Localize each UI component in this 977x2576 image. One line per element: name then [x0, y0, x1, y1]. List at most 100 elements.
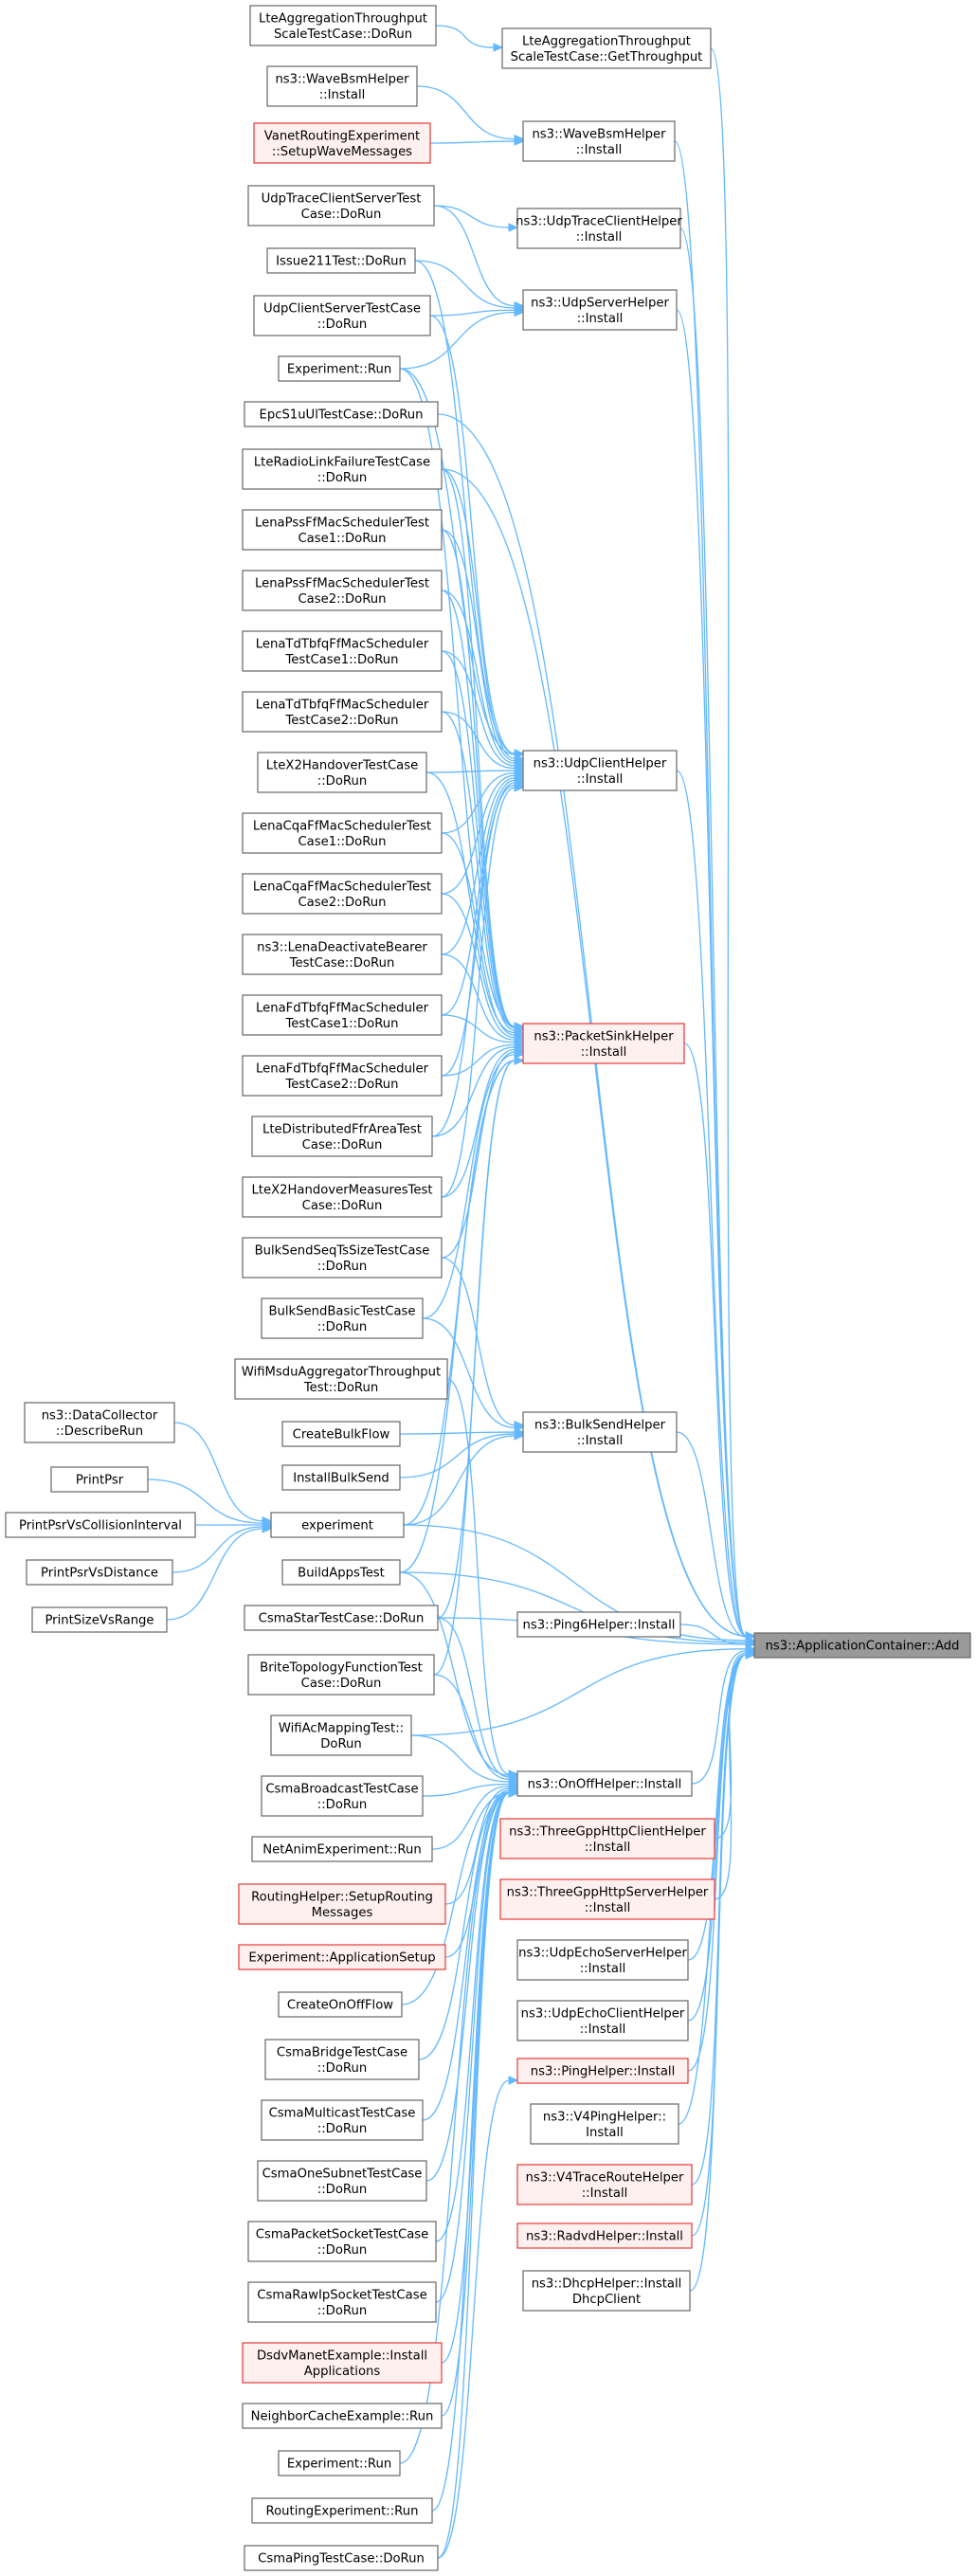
node-lteRLF[interactable]: LteRadioLinkFailureTestCase::DoRun: [242, 448, 443, 490]
node-epcS1u[interactable]: EpcS1uUlTestCase::DoRun: [244, 401, 439, 427]
node-target[interactable]: ns3::ApplicationContainer::Add: [753, 1632, 971, 1659]
node-csmaBcast[interactable]: CsmaBroadcastTestCase::DoRun: [261, 1775, 424, 1817]
node-label: ns3::OnOffHelper::Install: [528, 1778, 682, 1792]
node-ping6[interactable]: ns3::Ping6Helper::Install: [516, 1611, 681, 1638]
node-neighCache[interactable]: NeighborCacheExample::Run: [242, 2403, 443, 2429]
node-csmaOneSub[interactable]: CsmaOneSubnetTestCase::DoRun: [257, 2160, 427, 2202]
node-dataCollector[interactable]: ns3::DataCollector::DescribeRun: [24, 1402, 175, 1443]
node-csmaPing[interactable]: CsmaPingTestCase::DoRun: [244, 2545, 439, 2571]
node-radvd[interactable]: ns3::RadvdHelper::Install: [516, 2222, 693, 2249]
edge-line: [679, 1624, 747, 1645]
node-udpTraceHelper[interactable]: ns3::UdpTraceClientHelper::Install: [516, 208, 682, 249]
node-routingExp[interactable]: RoutingExperiment::Run: [251, 2497, 433, 2524]
node-tgppServer[interactable]: ns3::ThreeGppHttpServerHelper::Install: [499, 1878, 715, 1920]
node-label: CreateBulkFlow: [293, 1428, 390, 1442]
node-packetSink[interactable]: ns3::PacketSinkHelper::Install: [522, 1023, 685, 1064]
node-bulkBasic[interactable]: BulkSendBasicTestCase::DoRun: [261, 1297, 424, 1339]
node-issue211[interactable]: Issue211Test::DoRun: [266, 247, 416, 274]
node-lteX2[interactable]: LteX2HandoverTestCase::DoRun: [257, 752, 427, 793]
node-tgppClient[interactable]: ns3::ThreeGppHttpClientHelper::Install: [499, 1818, 715, 1859]
node-csmaMulti[interactable]: CsmaMulticastTestCase::DoRun: [261, 2099, 424, 2141]
nodes-layer: ns3::ApplicationContainer::Add LteAggrega…: [5, 5, 971, 2571]
node-pingHelper[interactable]: ns3::PingHelper::Install: [516, 2058, 689, 2084]
node-label: ::Install: [585, 1901, 631, 1915]
node-label: ns3::LenaDeactivateBearer: [257, 940, 427, 954]
node-csmaRawIp[interactable]: CsmaRawIpSocketTestCase::DoRun: [247, 2281, 437, 2323]
arrow-head-icon: [508, 2076, 519, 2085]
node-label: ::DoRun: [317, 317, 367, 332]
node-label: Case1::DoRun: [298, 835, 386, 849]
node-label: ::SetupWaveMessages: [272, 145, 412, 159]
node-wifiAc[interactable]: WifiAcMappingTest::DoRun: [270, 1714, 412, 1756]
node-onoff[interactable]: ns3::OnOffHelper::Install: [516, 1770, 693, 1797]
node-lteAggGet[interactable]: LteAggregationThroughputScaleTestCase::G…: [501, 27, 712, 69]
edge-experiment-to-bulkSend: [403, 1431, 525, 1526]
node-waveHelper[interactable]: ns3::WaveBsmHelper::Install: [522, 120, 676, 162]
node-bulkSend[interactable]: ns3::BulkSendHelper::Install: [522, 1411, 678, 1453]
edge-bulkSeqTs-to-packetSink: [441, 1047, 525, 1259]
node-label: LteX2HandoverTestCase: [266, 758, 418, 772]
node-box: [266, 247, 416, 274]
node-bulkSeqTs[interactable]: BulkSendSeqTsSizeTestCase::DoRun: [242, 1237, 443, 1279]
node-vanetSetup[interactable]: VanetRoutingExperiment::SetupWaveMessage…: [253, 122, 431, 164]
node-label: ns3::Ping6Helper::Install: [523, 1619, 676, 1633]
edge-line: [431, 1792, 510, 2512]
node-box: [251, 1836, 433, 1862]
edge-line: [441, 787, 516, 1198]
node-createOnOff[interactable]: CreateOnOffFlow: [278, 1991, 403, 2018]
node-label: TestCase2::DoRun: [284, 1078, 398, 1092]
node-udpServerHelper[interactable]: ns3::UdpServerHelper::Install: [522, 289, 678, 331]
node-label: ::Install: [577, 1434, 624, 1448]
arrow-head-icon: [745, 1650, 756, 1660]
node-expRun2[interactable]: Experiment::Run: [278, 2450, 401, 2476]
node-lteAggDoRun[interactable]: LteAggregationThroughputScaleTestCase::D…: [249, 5, 437, 46]
node-v4trace[interactable]: ns3::V4TraceRouteHelper::Install: [516, 2164, 693, 2205]
node-createBulk[interactable]: CreateBulkFlow: [281, 1421, 401, 1447]
node-csmaBridge[interactable]: CsmaBridgeTestCase::DoRun: [264, 2039, 420, 2080]
node-csmaPacket[interactable]: CsmaPacketSocketTestCase::DoRun: [247, 2221, 437, 2262]
node-printSize[interactable]: PrintSizeVsRange: [31, 1606, 168, 1633]
node-experiment[interactable]: experiment: [270, 1512, 405, 1538]
node-v4ping[interactable]: ns3::V4PingHelper::Install: [530, 2103, 679, 2145]
edge-line: [433, 205, 516, 307]
arrow-head-icon: [493, 43, 504, 52]
node-udpClientHelper[interactable]: ns3::UdpClientHelper::Install: [522, 750, 678, 791]
node-expRun1[interactable]: Experiment::Run: [278, 355, 401, 382]
node-udpEchoClient[interactable]: ns3::UdpEchoClientHelper::Install: [516, 2000, 689, 2041]
node-installBulk[interactable]: InstallBulkSend: [281, 1464, 401, 1491]
node-udpCSTest[interactable]: UdpClientServerTestCase::DoRun: [253, 295, 431, 336]
edge-line: [399, 1060, 516, 1573]
node-waveBsmInstall[interactable]: ns3::WaveBsmHelper::Install: [266, 65, 418, 107]
node-box: [238, 1883, 446, 1925]
node-buildApps[interactable]: BuildAppsTest: [281, 1559, 401, 1586]
node-printPsrColl[interactable]: PrintPsrVsCollisionInterval: [5, 1512, 196, 1538]
node-netanim[interactable]: NetAnimExperiment::Run: [251, 1836, 433, 1862]
node-expAppSetup[interactable]: Experiment::ApplicationSetup: [238, 1944, 446, 1970]
node-label: CsmaRawIpSocketTestCase: [257, 2288, 426, 2302]
node-label: LenaCqaFfMacSchedulerTest: [253, 819, 431, 833]
node-udpEchoServer[interactable]: ns3::UdpEchoServerHelper::Install: [516, 1939, 689, 1981]
node-csmaStar[interactable]: CsmaStarTestCase::DoRun: [244, 1605, 439, 1631]
edge-line: [422, 1317, 516, 1428]
node-printPsrDist[interactable]: PrintPsrVsDistance: [26, 1559, 173, 1586]
node-printPsr[interactable]: PrintPsr: [50, 1466, 149, 1493]
node-box: [242, 934, 443, 975]
node-label: EpcS1uUlTestCase::DoRun: [259, 408, 423, 423]
